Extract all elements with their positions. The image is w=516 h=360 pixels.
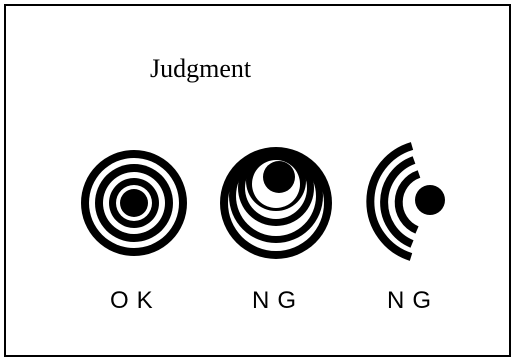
label-ok: OK: [110, 289, 161, 313]
ng-ring-pattern-offset: [220, 147, 332, 259]
ng-ring-pattern-partial: [370, 146, 445, 257]
ok-center-dot: [120, 189, 148, 217]
ok-ring-pattern: [81, 150, 187, 256]
label-ng-partial: NG: [387, 289, 439, 313]
label-ng-offset: NG: [252, 289, 304, 313]
ng1-center-dot: [263, 161, 295, 193]
ng2-center-dot: [415, 185, 445, 215]
